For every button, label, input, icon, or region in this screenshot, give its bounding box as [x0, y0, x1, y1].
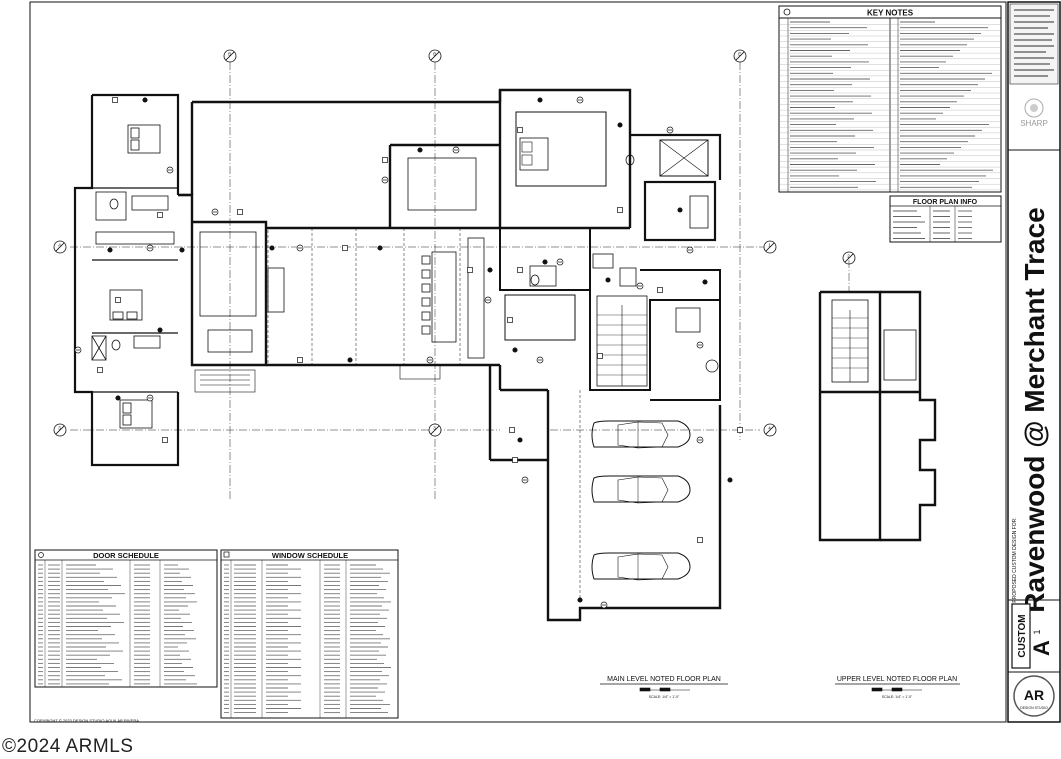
door-schedule-title: DOOR SCHEDULE [93, 551, 159, 560]
outlet-symbol [517, 267, 523, 273]
logo-initials: AR [1024, 687, 1044, 703]
grid-marker-label: E [738, 52, 741, 57]
door-schedule-table: DOOR SCHEDULE [34, 549, 218, 688]
outlet-symbol [617, 207, 623, 213]
light-fixture-symbol [417, 147, 423, 153]
outlet-symbol [297, 357, 303, 363]
upper-plan-title-block: UPPER LEVEL NOTED FLOOR PLAN SCALE: 1/4"… [835, 676, 960, 699]
brand-name: SHARP [1020, 119, 1048, 128]
light-fixture-symbol [107, 247, 113, 253]
light-fixture-symbol [702, 279, 708, 285]
grid-marker-divider [430, 51, 440, 61]
key-notes-table: KEY NOTES [778, 5, 1002, 193]
grid-marker-label: 3 [58, 426, 61, 431]
light-fixture-symbol [142, 97, 148, 103]
ar-logo [1013, 675, 1055, 717]
outlet-symbol [512, 457, 518, 463]
light-fixture-symbol [115, 395, 121, 401]
armls-watermark: ©2024 ARMLS [2, 736, 134, 757]
light-fixture-symbol [157, 327, 163, 333]
main-plan-scale: SCALE: 1/4" = 1'-0" [649, 695, 680, 699]
grid-marker-label: 4 [768, 426, 771, 431]
light-fixture-symbol [487, 267, 493, 273]
grid-marker-divider [765, 425, 775, 435]
light-fixture-symbol [605, 277, 611, 283]
grid-marker-divider [55, 425, 65, 435]
floor-plan-info-table: FLOOR PLAN INFO [889, 195, 1002, 243]
key-notes-title: KEY NOTES [867, 9, 914, 18]
copyright-line: COPYRIGHT © 2023 DESIGN STUDIO AGUILAR R… [34, 718, 139, 723]
main-plan-title: MAIN LEVEL NOTED FLOOR PLAN [607, 676, 721, 683]
light-fixture-symbol [537, 97, 543, 103]
outlet-symbol [697, 537, 703, 543]
sheet-type: CUSTOM [1017, 614, 1028, 657]
outlet-symbol [467, 267, 473, 273]
grid-marker-divider [735, 51, 745, 61]
outlet-symbol [517, 127, 523, 133]
floor-plan-info-title: FLOOR PLAN INFO [913, 199, 978, 206]
sheet-number-superscript: 1 [1032, 629, 1042, 634]
light-fixture-symbol [517, 437, 523, 443]
outlet-symbol [597, 353, 603, 359]
outlet-symbol [237, 209, 243, 215]
outlet-symbol [657, 287, 663, 293]
upper-plan-scale: SCALE: 1/4" = 1'-0" [882, 695, 913, 699]
upper-plan-title: UPPER LEVEL NOTED FLOOR PLAN [837, 676, 957, 683]
main-plan-title-block: MAIN LEVEL NOTED FLOOR PLAN SCALE: 1/4" … [600, 676, 728, 699]
outlet-symbol [737, 427, 743, 433]
grid-marker-divider [225, 51, 235, 61]
grid-marker-divider [430, 425, 440, 435]
outlet-symbol [507, 317, 513, 323]
light-fixture-symbol [269, 245, 275, 251]
light-fixture-symbol [617, 122, 623, 128]
project-title: Ravenwood @ Merchant Trace [1019, 207, 1050, 612]
upper-level-floor-plan [818, 260, 937, 542]
light-fixture-symbol [179, 247, 185, 253]
outlet-symbol [162, 437, 168, 443]
window-schedule-title: WINDOW SCHEDULE [272, 551, 348, 560]
grid-marker-label: A [58, 243, 61, 248]
grid-marker-divider [55, 242, 65, 252]
outlet-symbol [157, 212, 163, 218]
window-schedule-table: WINDOW SCHEDULE [220, 549, 399, 719]
outlet-symbol [97, 367, 103, 373]
outlet-symbol [382, 157, 388, 163]
title-block: SHARP Ravenwood @ Merchant Trace PROPOSE… [1007, 1, 1061, 723]
outlet-symbol [509, 427, 515, 433]
grid-marker-label: B [228, 52, 231, 57]
outlet-symbol [112, 97, 118, 103]
light-fixture-symbol [577, 597, 583, 603]
main-level-floor-plan: B B E A 3 1 4 2 3 [53, 49, 856, 622]
sheet-number: A [1029, 640, 1054, 656]
grid-marker-label: 1 [768, 243, 771, 248]
grid-marker-label: B [433, 52, 436, 57]
light-fixture-symbol [727, 477, 733, 483]
light-fixture-symbol [677, 207, 683, 213]
grid-marker-divider [844, 253, 854, 263]
grid-marker-divider [765, 242, 775, 252]
light-fixture-symbol [377, 245, 383, 251]
logo-caption: DESIGN STUDIO [1020, 706, 1048, 710]
designer-line: PROPOSED CUSTOM DESIGN FOR: [1012, 517, 1018, 602]
outlet-symbol [115, 297, 121, 303]
garage-cars [591, 420, 691, 581]
outlet-symbol [342, 245, 348, 251]
light-fixture-symbol [512, 347, 518, 353]
light-fixture-symbol [347, 357, 353, 363]
light-fixture-symbol [542, 259, 548, 265]
grid-marker-label: 2 [847, 254, 850, 259]
grid-marker-label: 3 [433, 426, 436, 431]
